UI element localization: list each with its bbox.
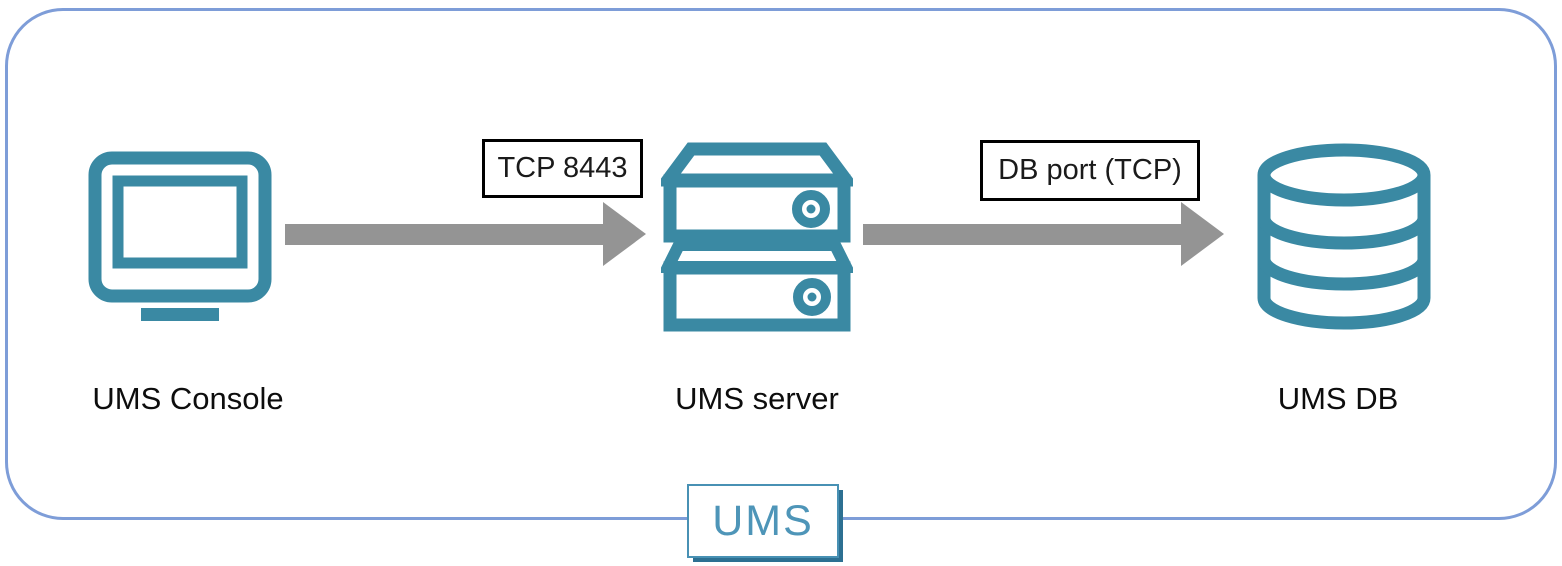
port-label-db-port-tcp: DB port (TCP) [980,140,1200,201]
port-label-tcp-8443: TCP 8443 [482,139,643,198]
node-label-ums-server: UMS server [675,381,839,416]
monitor-icon [88,151,272,321]
node-label-ums-db: UMS DB [1277,381,1399,416]
database-icon [1257,143,1431,330]
arrow-console-to-server-shaft [285,224,605,245]
arrow-server-to-db-shaft [863,224,1183,245]
node-label-ums-console: UMS Console [92,381,284,416]
ums-badge: UMS [687,484,839,558]
arrow-console-to-server-head [603,202,646,266]
server-icon [661,142,853,332]
arrow-server-to-db-head [1181,202,1224,266]
